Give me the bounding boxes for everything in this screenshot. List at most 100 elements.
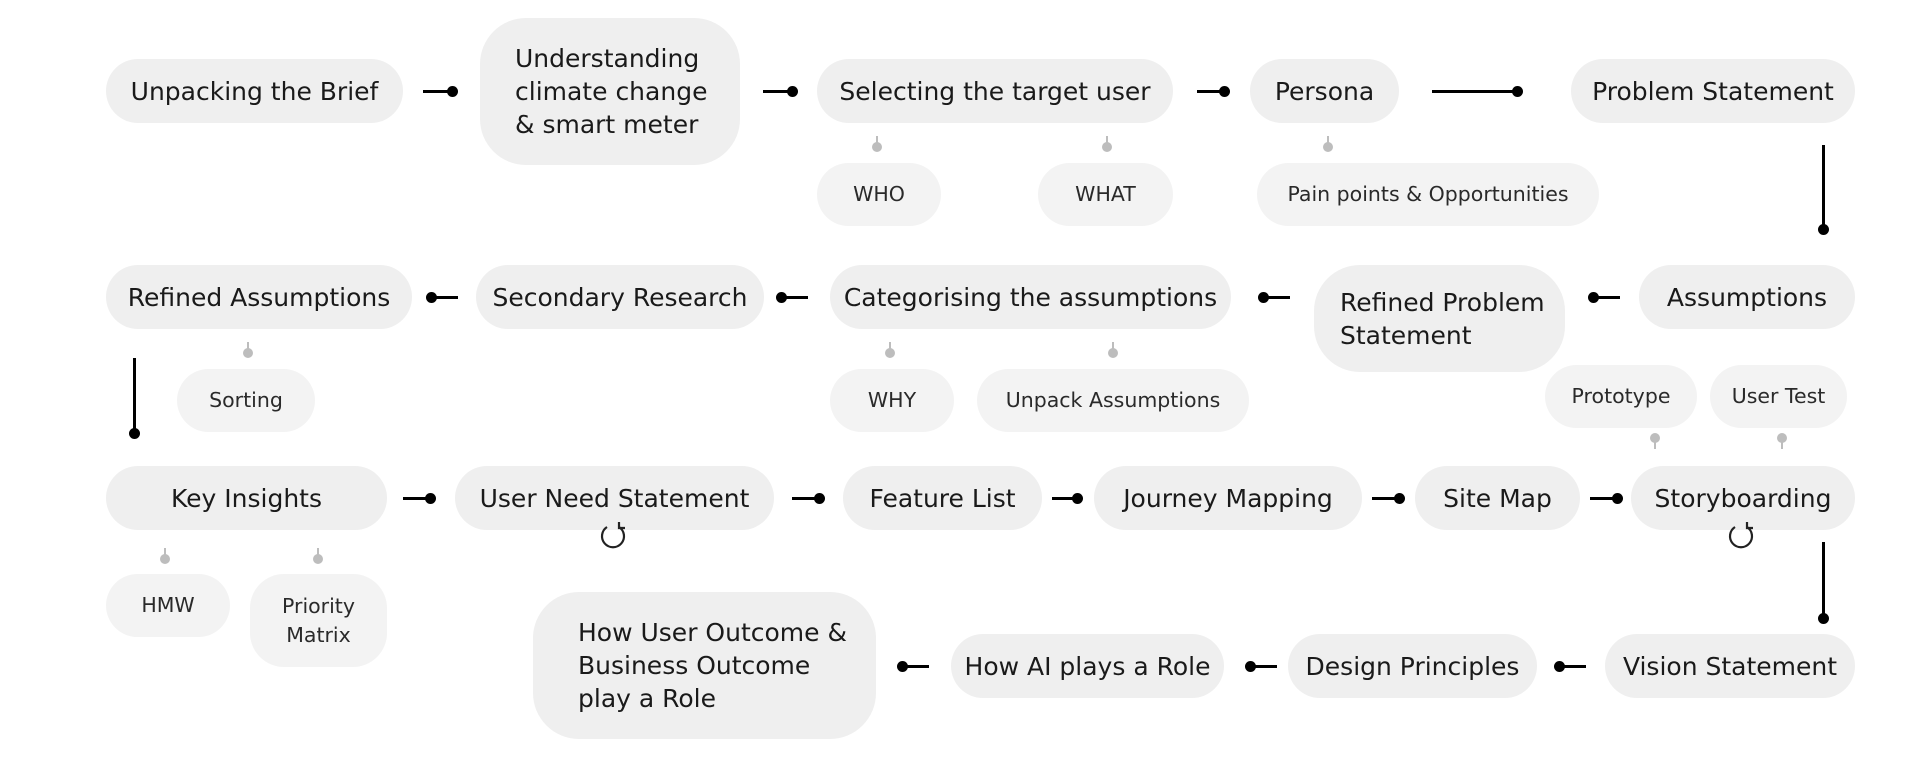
connector-dot — [1219, 86, 1230, 97]
cycle-arrow-icon — [1728, 522, 1754, 549]
node-problem-statement: Problem Statement — [1571, 59, 1855, 123]
sub-node-label: WHO — [853, 182, 905, 206]
node-label: Design Principles — [1305, 651, 1520, 681]
sub-node-label: Prototype — [1571, 384, 1671, 408]
node-label: Site Map — [1443, 483, 1552, 513]
node-label: How User Outcome & Business Outcome play… — [578, 618, 847, 713]
connector — [1372, 497, 1400, 500]
node-label: Problem Statement — [1592, 76, 1834, 106]
sub-node-label: Unpack Assumptions — [1005, 388, 1221, 412]
connector-dot — [447, 86, 458, 97]
sub-node-label: Sorting — [209, 388, 283, 412]
connector-dot — [1818, 224, 1829, 235]
connector — [1594, 296, 1620, 299]
node-label: Unpacking the Brief — [130, 76, 379, 106]
node-refined-assumptions: Refined Assumptions — [106, 265, 412, 329]
sub-node-label: User Test — [1731, 384, 1826, 408]
connector — [432, 296, 458, 299]
connector-dot — [897, 661, 908, 672]
sub-connector-pin — [1108, 342, 1118, 358]
node-label: Persona — [1274, 76, 1375, 106]
connector-dot — [787, 86, 798, 97]
node-design-principles: Design Principles — [1288, 634, 1537, 698]
connector-dot — [129, 428, 140, 439]
connector-dot — [425, 493, 436, 504]
connector — [792, 497, 820, 500]
sub-connector-pin — [160, 548, 170, 564]
node-user-need-statement: User Need Statement — [455, 466, 774, 530]
node-storyboarding: Storyboarding — [1631, 466, 1855, 530]
node-unpacking-the-brief: Unpacking the Brief — [106, 59, 403, 123]
connector-dot — [1394, 493, 1405, 504]
sub-node-user-test: User Test — [1710, 365, 1847, 428]
connector — [1560, 665, 1586, 668]
sub-node-pain-points: Pain points & Opportunities — [1257, 163, 1599, 226]
node-selecting-target-user: Selecting the target user — [817, 59, 1173, 123]
node-label: Refined Assumptions — [127, 282, 391, 312]
connector-dot — [1245, 661, 1256, 672]
connector — [423, 90, 453, 93]
sub-connector-pin — [1323, 136, 1333, 152]
connector — [903, 665, 929, 668]
node-understanding-climate-change: Understanding climate change & smart met… — [480, 18, 740, 165]
sub-node-sorting: Sorting — [177, 369, 315, 432]
sub-connector-pin — [1654, 437, 1656, 449]
node-site-map: Site Map — [1415, 466, 1580, 530]
connector-dot — [1512, 86, 1523, 97]
sub-connector-pin — [1102, 136, 1112, 152]
node-journey-mapping: Journey Mapping — [1094, 466, 1362, 530]
sub-connector-pin — [243, 342, 253, 358]
connector-dot — [1554, 661, 1565, 672]
connector — [1251, 665, 1277, 668]
connector-dot — [776, 292, 787, 303]
node-label: User Need Statement — [479, 483, 750, 513]
node-categorising-assumptions: Categorising the assumptions — [830, 265, 1231, 329]
node-assumptions: Assumptions — [1639, 265, 1855, 329]
connector — [763, 90, 791, 93]
sub-node-prototype: Prototype — [1545, 365, 1697, 428]
sub-node-label: HMW — [141, 593, 195, 617]
node-label: Selecting the target user — [839, 76, 1151, 106]
node-label: Assumptions — [1666, 282, 1828, 312]
node-label: Key Insights — [170, 483, 322, 513]
connector-dot — [1258, 292, 1269, 303]
connector — [1264, 296, 1290, 299]
connector — [782, 296, 808, 299]
node-key-insights: Key Insights — [106, 466, 387, 530]
node-label: Storyboarding — [1654, 483, 1832, 513]
node-label: Refined Problem Statement — [1340, 287, 1545, 350]
node-label: Vision Statement — [1622, 651, 1838, 681]
connector — [1197, 90, 1225, 93]
node-label: Secondary Research — [492, 282, 748, 312]
node-user-business-outcome: How User Outcome & Business Outcome play… — [533, 592, 876, 739]
connector — [403, 497, 431, 500]
node-label: Feature List — [869, 483, 1016, 513]
sub-node-why: WHY — [830, 369, 954, 432]
node-vision-statement: Vision Statement — [1605, 634, 1855, 698]
node-label: Understanding climate change & smart met… — [515, 44, 708, 139]
node-refined-problem-statement: Refined Problem Statement — [1314, 265, 1565, 372]
cycle-arrow-icon — [600, 522, 626, 549]
sub-connector-pin — [872, 136, 882, 152]
sub-node-unpack-assumptions: Unpack Assumptions — [977, 369, 1249, 432]
connector — [1822, 542, 1825, 618]
sub-connector-pin — [885, 342, 895, 358]
connector-dot — [1588, 292, 1599, 303]
connector — [1590, 497, 1618, 500]
connector-dot — [1612, 493, 1623, 504]
connector-dot — [814, 493, 825, 504]
sub-node-priority-matrix: Priority Matrix — [250, 574, 387, 667]
sub-connector-pin — [313, 548, 323, 564]
connector — [133, 358, 136, 432]
sub-node-label: WHY — [867, 388, 917, 412]
node-label: Journey Mapping — [1123, 483, 1333, 513]
sub-node-label: Pain points & Opportunities — [1287, 182, 1569, 206]
sub-node-label: WHAT — [1075, 182, 1136, 206]
sub-node-who: WHO — [817, 163, 941, 226]
node-secondary-research: Secondary Research — [476, 265, 764, 329]
connector — [1052, 497, 1078, 500]
node-label: Categorising the assumptions — [843, 282, 1218, 312]
node-how-ai-plays-a-role: How AI plays a Role — [951, 634, 1224, 698]
connector — [1822, 145, 1825, 227]
sub-node-hmw: HMW — [106, 574, 230, 637]
